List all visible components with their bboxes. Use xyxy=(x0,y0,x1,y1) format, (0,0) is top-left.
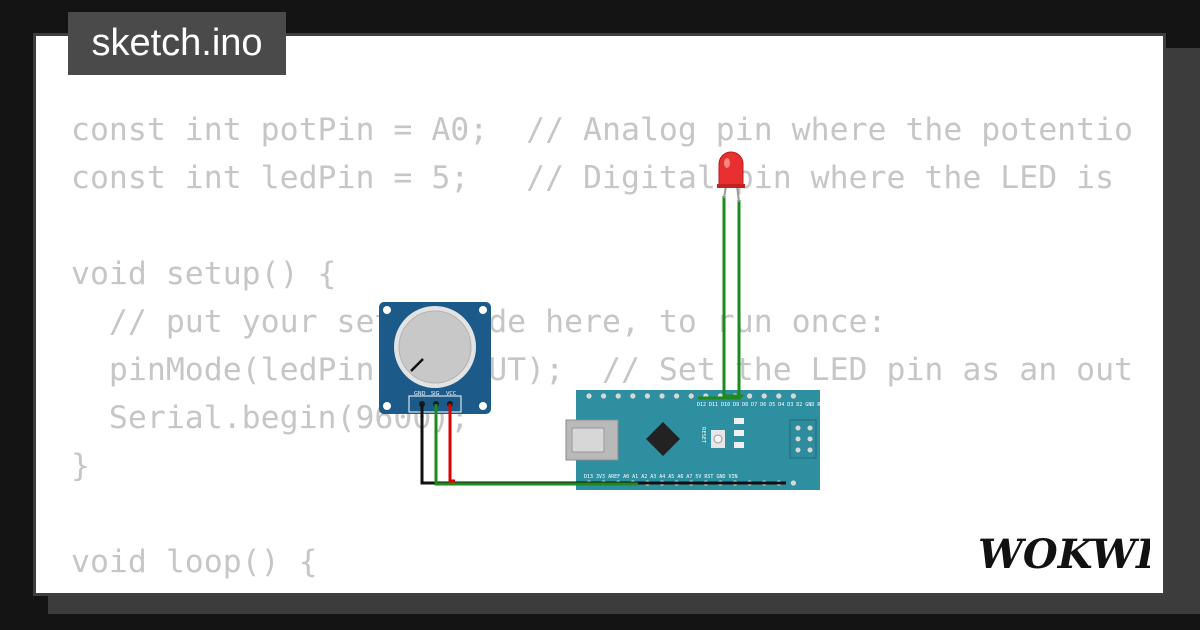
pot-knob-indicator xyxy=(410,358,424,372)
header-pin[interactable] xyxy=(615,393,621,399)
sketch-title-badge: sketch.ino xyxy=(68,12,286,75)
code-line: } xyxy=(71,448,90,484)
wires xyxy=(420,196,786,486)
pot-gnd-label: GND xyxy=(414,391,426,397)
header-pin[interactable] xyxy=(586,393,592,399)
code-line: // put your main code here, to run repea… xyxy=(71,586,1134,593)
code-line: void setup() { xyxy=(71,256,337,292)
code-line: const int potPin = A0; // Analog pin whe… xyxy=(71,112,1134,148)
header-pin[interactable] xyxy=(659,393,665,399)
icsp-pin xyxy=(795,425,801,431)
arduino-nano[interactable]: D12 D11 D10 D9 D8 D7 D6 D5 D4 D3 D2 GND … xyxy=(565,390,851,490)
potentiometer[interactable]: GND SIG VCC xyxy=(379,302,491,414)
svg-text:WOKWI: WOKWI xyxy=(978,531,1150,576)
icsp-pin xyxy=(795,447,801,453)
header-pin[interactable] xyxy=(790,480,797,486)
top-pin-labels: D12 D11 D10 D9 D8 D7 D6 D5 D4 D3 D2 GND … xyxy=(697,402,851,408)
header-pin[interactable] xyxy=(747,393,753,399)
header-pin[interactable] xyxy=(601,393,607,399)
bottom-pin-labels: D13 3V3 AREF A0 A1 A2 A3 A4 A5 A6 A7 5V … xyxy=(584,474,738,480)
header-pin[interactable] xyxy=(790,393,797,399)
icsp-pin xyxy=(807,425,813,431)
icsp-pin xyxy=(807,436,813,442)
pot-sig-label: SIG xyxy=(431,391,440,397)
red-led[interactable] xyxy=(717,151,745,203)
code-line: void loop() { xyxy=(71,544,318,580)
header-pin[interactable] xyxy=(776,393,782,399)
header-pin[interactable] xyxy=(644,393,651,399)
reset-label: RESET xyxy=(700,427,706,444)
code-line: pinMode(ledPin, OUTPUT); // Set the LED … xyxy=(71,352,1134,388)
header-pin[interactable] xyxy=(630,393,636,399)
header-pin[interactable] xyxy=(688,393,694,399)
code-line: const int ledPin = 5; // Digital pin whe… xyxy=(71,160,1134,196)
icsp-pin xyxy=(807,447,813,453)
wokwi-logo: WOKWI xyxy=(978,531,1150,576)
header-pin[interactable] xyxy=(674,393,680,399)
icsp-pin xyxy=(795,436,801,442)
header-pin[interactable] xyxy=(761,393,767,399)
pot-vcc-label: VCC xyxy=(446,391,457,397)
